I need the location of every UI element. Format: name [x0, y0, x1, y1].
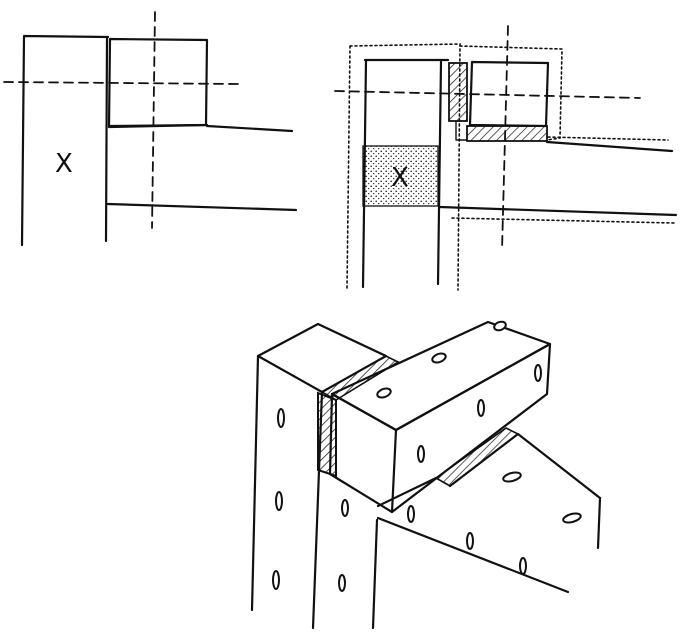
plan-view-with-clearance: X [334, 25, 678, 291]
rail-outline [106, 124, 298, 212]
hole [477, 399, 485, 417]
stippled-contact-area [362, 145, 439, 207]
hole [376, 387, 392, 399]
horizontal-centreline [3, 81, 239, 85]
hole [493, 320, 507, 332]
hole [338, 574, 346, 592]
plan-a-mark: X [55, 149, 73, 179]
hole [272, 570, 280, 590]
rail-clearance-envelope [451, 136, 675, 224]
hole [562, 512, 582, 524]
vertical-centreline-b [501, 25, 509, 251]
post-clearance-envelope [346, 43, 461, 291]
plan-b-mark: X [391, 163, 409, 193]
isometric-corner-joint [250, 320, 602, 630]
square-clearance-envelope [459, 45, 563, 141]
crossbar-end-face [328, 392, 398, 514]
hole [466, 532, 474, 550]
hole [275, 491, 283, 511]
hole [407, 505, 415, 523]
rail-outline-b [438, 140, 678, 217]
post-right-edge [371, 518, 379, 630]
lower-rail-top [448, 432, 602, 500]
hole [519, 557, 527, 575]
shim-corner [455, 121, 468, 141]
post-left-face [250, 354, 324, 630]
vertical-shim [448, 62, 468, 122]
square-bottom-edge [107, 123, 209, 128]
lower-rail-edges [376, 476, 602, 594]
post-outline [20, 34, 110, 247]
vertical-centreline [151, 11, 156, 229]
plan-view-simple: X [3, 11, 298, 247]
horizontal-shim [466, 125, 548, 142]
hole [277, 408, 285, 428]
horizontal-centreline-b [334, 90, 641, 99]
hole [341, 499, 349, 517]
shim-front-face [317, 391, 337, 478]
hole [502, 471, 522, 483]
hole [417, 445, 425, 463]
crosspiece-square-b [468, 60, 550, 128]
crossbar-side-face [390, 342, 552, 514]
hole [431, 352, 447, 364]
hole [534, 364, 542, 382]
